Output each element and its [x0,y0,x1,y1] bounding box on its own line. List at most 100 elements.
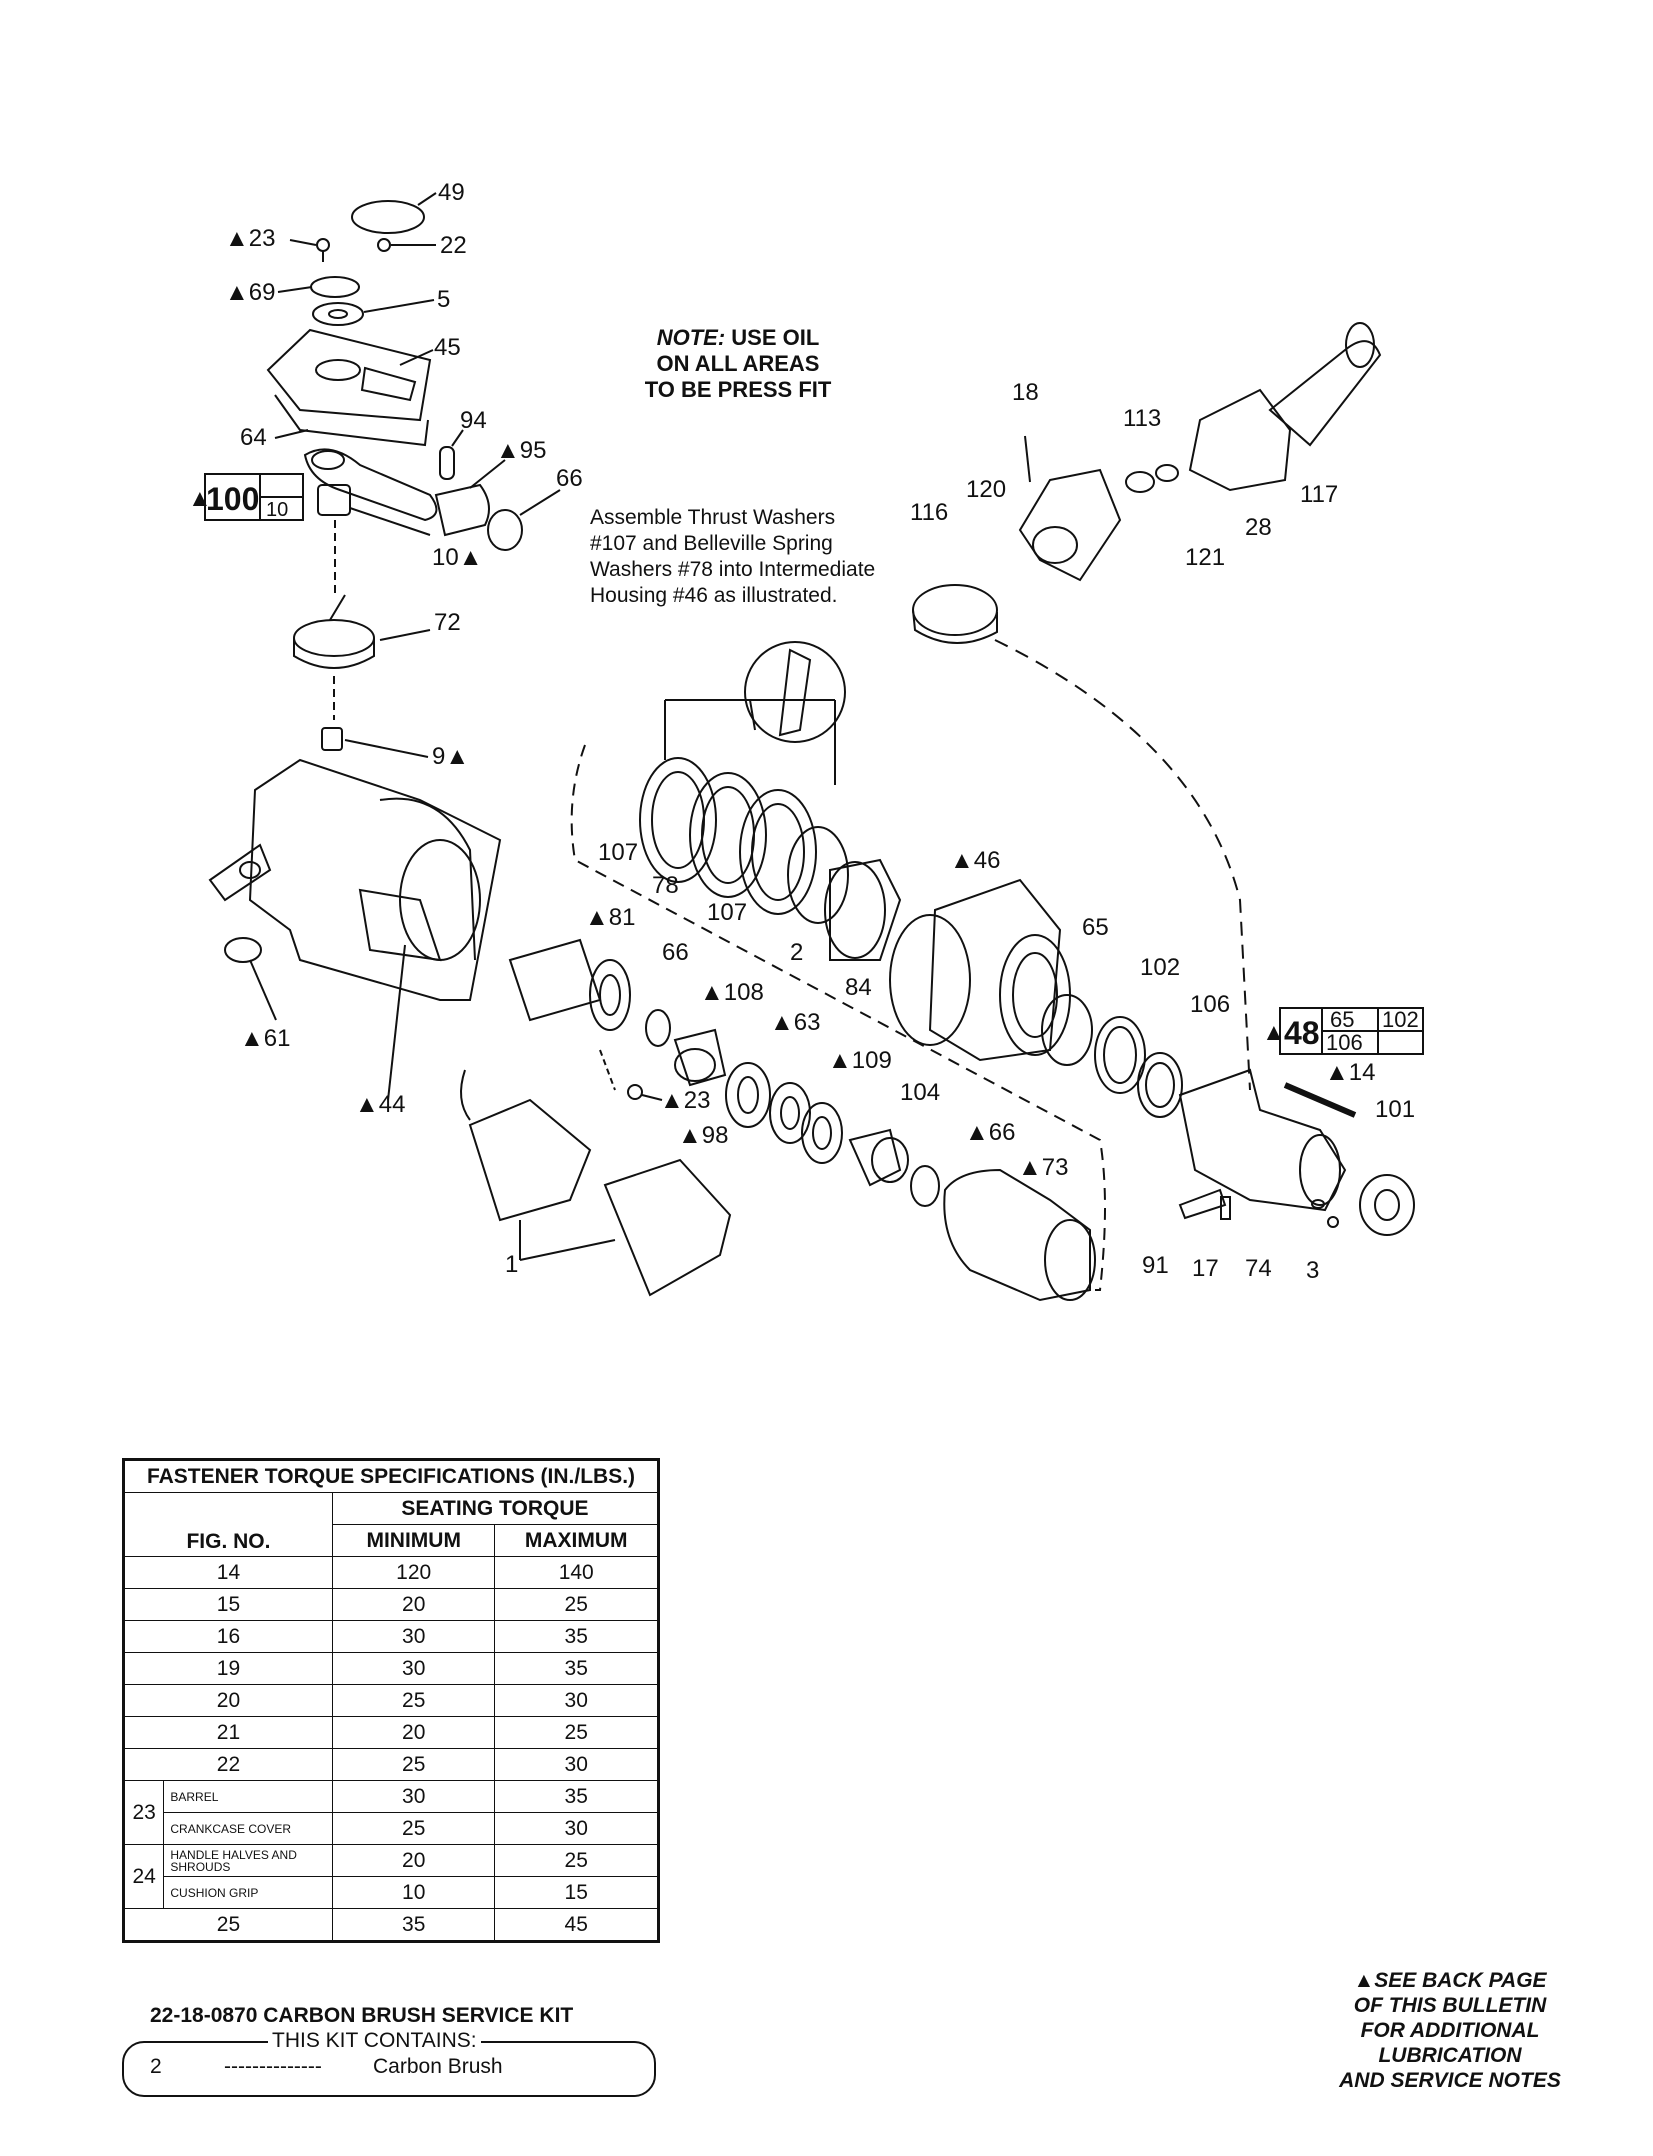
kit100-mark: ▲ [188,485,212,512]
fig-no-header: FIG. NO. [123,1492,333,1557]
callout-81: ▲81 [585,904,635,931]
max-cell: 25 [494,1588,659,1621]
callout-116: 116 [910,499,948,526]
callout-23: ▲23 [225,225,275,252]
callout-66-b: 66 [662,939,689,966]
note-prefix: NOTE: [656,325,726,350]
assemble-line-4: Housing #46 as illustrated. [590,584,838,607]
callout-95: ▲95 [496,437,546,464]
seating-torque-header: SEATING TORQUE [331,1492,660,1525]
callout-49: 49 [438,179,465,206]
callout-44: ▲44 [355,1091,405,1118]
max-cell: 45 [494,1908,659,1942]
max-cell: 35 [494,1780,659,1813]
callout-46: ▲46 [950,847,1000,874]
fig-cell: 19 [123,1652,333,1685]
footnote-line-5: AND SERVICE NOTES [1339,2069,1561,2092]
max-cell: 35 [494,1620,659,1653]
callout-72: 72 [434,609,461,636]
min-cell: 10 [331,1876,496,1909]
min-cell: 25 [331,1748,496,1781]
callout-113: 113 [1123,405,1161,432]
callout-69: ▲69 [225,279,275,306]
fig-cell: 23 [122,1780,165,1845]
callout-65: 65 [1082,914,1109,941]
min-cell: 20 [331,1716,496,1749]
callout-66-c: ▲66 [965,1119,1015,1146]
callout-66: 66 [556,465,583,492]
callout-61: ▲61 [240,1025,290,1052]
callout-22: 22 [440,232,467,259]
callout-28: 28 [1245,514,1272,541]
max-cell: 140 [494,1556,659,1589]
assemble-line-2: #107 and Belleville Spring [590,532,833,555]
min-cell: 20 [331,1588,496,1621]
fig-cell: 15 [123,1588,333,1621]
min-cell: 35 [331,1908,496,1942]
callout-14: ▲14 [1325,1059,1375,1086]
note-line-3: TO BE PRESS FIT [644,377,832,402]
table-title: FASTENER TORQUE SPECIFICATIONS (IN./LBS.… [123,1459,659,1493]
exploded-parts-diagram: 49 ▲23 22 ▲69 5 45 64 94 ▲95 66 10▲ 72 9… [188,179,1424,1302]
fig-cell: 22 [123,1748,333,1781]
callout-98: ▲98 [678,1122,728,1149]
assemble-line-3: Washers #78 into Intermediate [590,558,876,581]
kit-item: Carbon Brush [373,2055,503,2078]
table-row: CRANKCASE COVER 25 30 [124,1812,659,1845]
footnote-line-2: OF THIS BULLETIN [1353,1994,1547,2017]
kit100-main: 100 [206,481,259,517]
table-row: 23 BARREL 30 35 [122,1780,659,1845]
callout-120: 120 [966,476,1006,503]
table-row: CUSHION GRIP 10 15 [124,1876,659,1909]
oil-note: NOTE: USE OIL ON ALL AREAS TO BE PRESS F… [618,325,858,403]
table-row: 24 HANDLE HALVES AND SHROUDS 20 25 [122,1844,659,1909]
fig-cell: 16 [123,1620,333,1653]
fig-cell: 21 [123,1716,333,1749]
cap-49-shape [351,200,425,234]
callout-17: 17 [1192,1255,1219,1282]
footnote-line-1: ▲SEE BACK PAGE [1353,1969,1547,1992]
callout-101: 101 [1375,1096,1415,1123]
callout-108: ▲108 [700,979,764,1006]
fig-cell: 14 [123,1556,333,1589]
kit-qty: 2 [150,2055,162,2078]
footnote-line-3: FOR ADDITIONAL [1360,2019,1540,2042]
kit48-cell-102: 102 [1382,1007,1419,1032]
min-cell: 25 [331,1684,496,1717]
callout-94: 94 [460,407,487,434]
fig-cell: 24 [122,1844,165,1909]
callout-107-b: 107 [707,899,747,926]
min-cell: 30 [331,1620,496,1653]
callout-104: 104 [900,1079,940,1106]
callout-84: 84 [845,974,872,1001]
callout-18: 18 [1012,379,1039,406]
fig-cell: 25 [123,1908,333,1942]
torque-spec-table: FASTENER TORQUE SPECIFICATIONS (IN./LBS.… [122,1458,660,1943]
callout-2: 2 [790,939,803,966]
callout-63: ▲63 [770,1009,820,1036]
min-cell: 30 [331,1780,496,1813]
sub-cell: HANDLE HALVES AND SHROUDS [163,1844,333,1877]
max-cell: 15 [494,1876,659,1909]
sub-cell: CUSHION GRIP [163,1876,333,1909]
maximum-header: MAXIMUM [494,1524,659,1557]
max-cell: 25 [494,1844,659,1877]
max-cell: 30 [494,1812,659,1845]
service-footnote: ▲SEE BACK PAGE OF THIS BULLETIN FOR ADDI… [1300,1968,1600,2093]
callout-78: 78 [652,872,679,899]
max-cell: 30 [494,1748,659,1781]
callout-9: 9▲ [432,743,469,770]
fig-cell: 20 [123,1684,333,1717]
max-cell: 35 [494,1652,659,1685]
kit-dashes: -------------- [224,2055,322,2078]
note-line-2: ON ALL AREAS [656,351,820,376]
kit-contains-label: THIS KIT CONTAINS: [268,2029,481,2053]
callout-107-a: 107 [598,839,638,866]
min-cell: 20 [331,1844,496,1877]
callout-23-b: ▲23 [660,1087,710,1114]
